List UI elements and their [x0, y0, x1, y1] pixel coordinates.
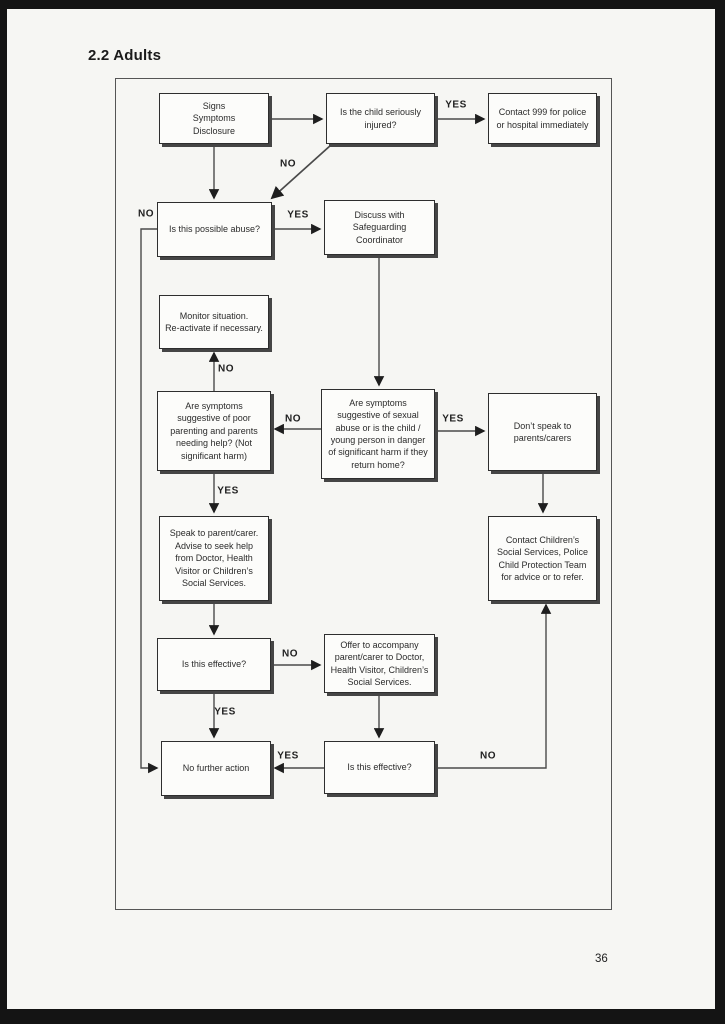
node-is-this-effective-2: Is this effective?	[324, 741, 435, 794]
edge-label-yes-effective-1: YES	[214, 706, 236, 718]
arrow-abuse-no-to-nofurther	[140, 228, 159, 774]
document-page: 2.2 Adults	[7, 9, 715, 1009]
node-possible-abuse: Is this possible abuse?	[157, 202, 272, 257]
edge-label-no-effective-1: NO	[282, 648, 298, 660]
edge-label-no-effective-2: NO	[480, 750, 496, 762]
node-sexual-abuse-significant-harm: Are symptoms suggestive of sexual abuse …	[321, 389, 435, 479]
edge-label-no-abuse: NO	[138, 208, 154, 220]
node-speak-to-parent-carer: Speak to parent/carer. Advise to seek he…	[159, 516, 269, 601]
edge-label-yes-injured: YES	[445, 99, 467, 111]
node-text: Contact Children’s Social Services, Poli…	[496, 534, 589, 582]
node-contact-childrens-social-services: Contact Children’s Social Services, Poli…	[488, 516, 597, 601]
node-text: Offer to accompany parent/carer to Docto…	[330, 639, 429, 687]
node-text: Don’t speak to parents/carers	[513, 420, 572, 443]
edge-label-no-injured: NO	[280, 158, 296, 170]
node-text: Is this effective?	[181, 659, 247, 670]
node-is-this-effective-1: Is this effective?	[157, 638, 271, 691]
node-text: Is this possible abuse?	[168, 224, 261, 235]
node-child-seriously-injured: Is the child seriously injured?	[326, 93, 435, 144]
node-text: Monitor situation. Re-activate if necess…	[165, 310, 263, 333]
node-text: No further action	[182, 763, 250, 774]
edge-label-yes-abuse: YES	[287, 209, 309, 221]
node-offer-to-accompany: Offer to accompany parent/carer to Docto…	[324, 634, 435, 693]
node-text: Is the child seriously injured?	[339, 107, 422, 130]
node-text: Speak to parent/carer. Advise to seek he…	[169, 528, 259, 589]
node-contact-999: Contact 999 for police or hospital immed…	[488, 93, 597, 144]
node-text: Discuss with Safeguarding Coordinator	[352, 209, 407, 245]
arrow-effective2-no-to-contactcss	[435, 603, 552, 769]
edge-label-no-poor-parenting: NO	[218, 363, 234, 375]
flowchart-frame: Signs Symptoms Disclosure Is the child s…	[115, 78, 612, 910]
node-text: Is this effective?	[347, 762, 412, 773]
edge-label-yes-sexual-abuse: YES	[442, 413, 464, 425]
node-no-further-action: No further action	[161, 741, 271, 796]
node-monitor-situation: Monitor situation. Re-activate if necess…	[159, 295, 269, 349]
node-text: Contact 999 for police or hospital immed…	[496, 107, 589, 130]
node-signs-symptoms-disclosure: Signs Symptoms Disclosure	[159, 93, 269, 144]
node-poor-parenting: Are symptoms suggestive of poor parentin…	[157, 391, 271, 471]
node-text: Are symptoms suggestive of sexual abuse …	[328, 397, 428, 470]
flow-arrows	[140, 113, 552, 774]
edge-label-no-sexual-abuse: NO	[285, 413, 301, 425]
page-number: 36	[595, 953, 608, 965]
node-text: Signs Symptoms Disclosure	[192, 100, 236, 136]
node-dont-speak-parents: Don’t speak to parents/carers	[488, 393, 597, 471]
section-title: 2.2 Adults	[88, 47, 162, 64]
edge-label-yes-poor-parenting: YES	[217, 485, 239, 497]
node-discuss-safeguarding-coordinator: Discuss with Safeguarding Coordinator	[324, 200, 435, 255]
edge-label-yes-effective-2: YES	[277, 750, 299, 762]
node-text: Are symptoms suggestive of poor parentin…	[170, 400, 258, 461]
arrow-injured-no-to-abuse	[270, 144, 332, 200]
